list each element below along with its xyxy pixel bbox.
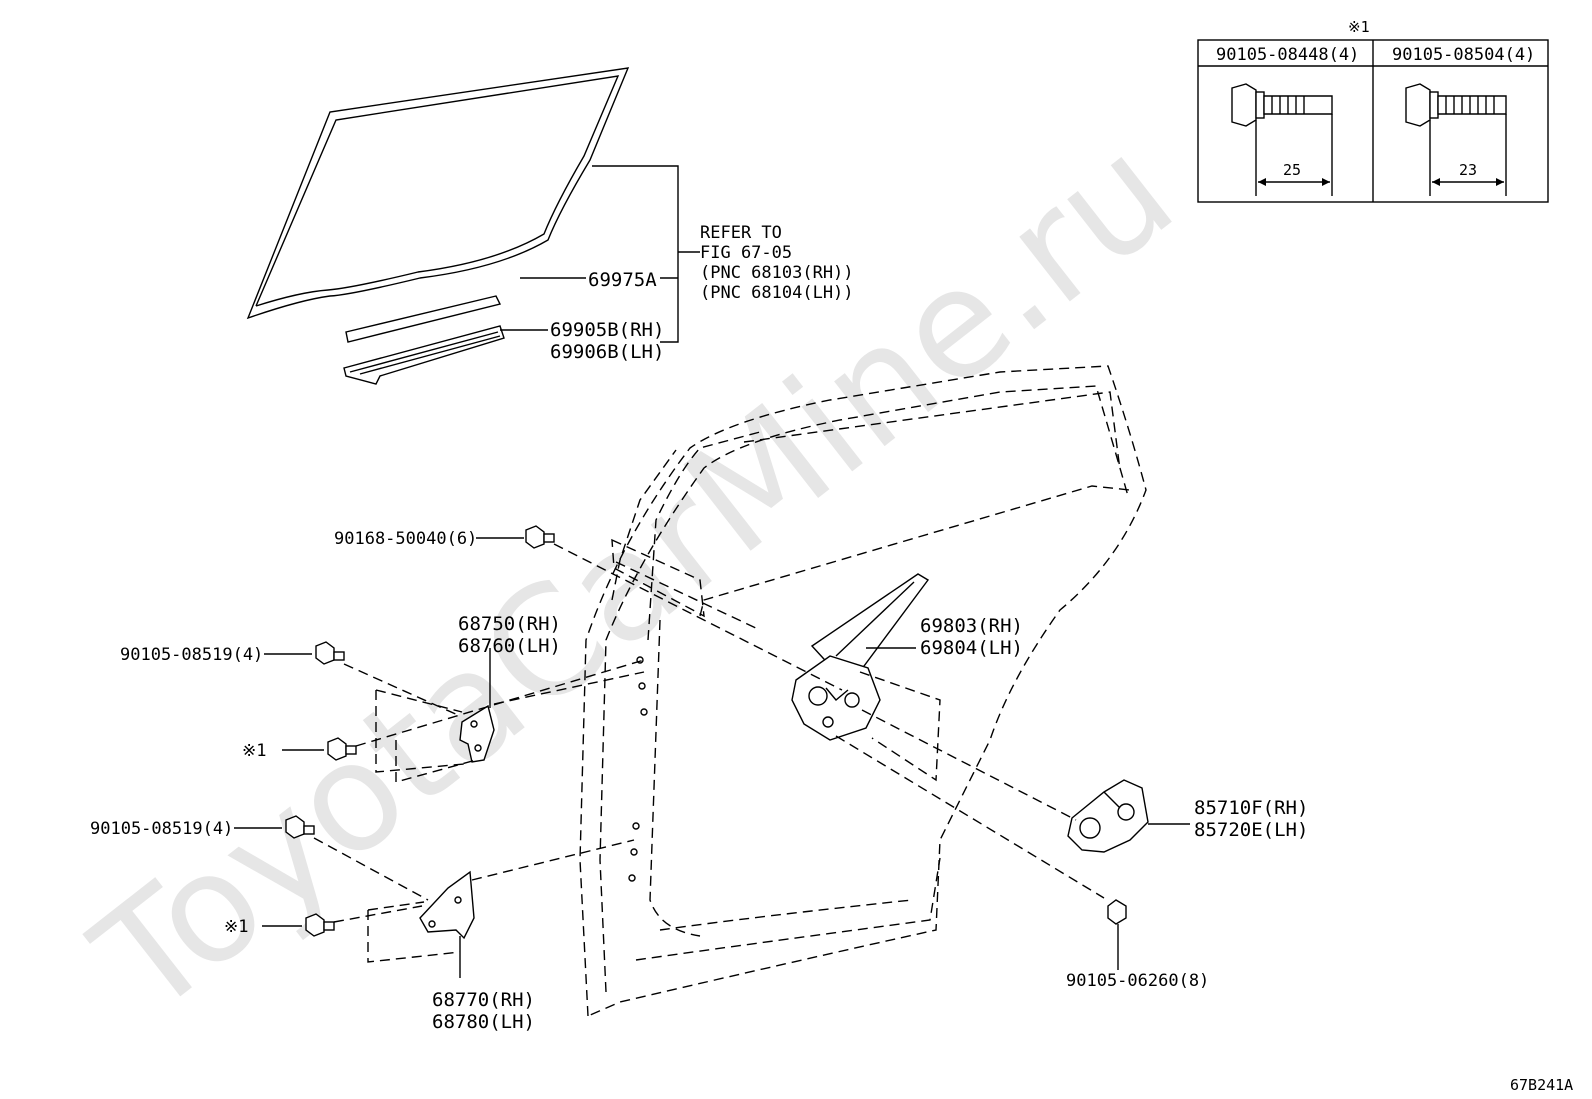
channel-rh-label: 69905B(RH) [550, 319, 664, 341]
bolt-mark1-upper-icon [327, 737, 357, 761]
bolt-table-col1-part: 90105-08448(4) [1216, 45, 1359, 65]
refer-pnc-rh-label: (PNC 68103(RH)) [700, 263, 854, 283]
window-regulator [791, 573, 930, 741]
bolt-upper-label: 90105-08519(4) [120, 645, 263, 665]
leader-lines-glass [500, 165, 700, 343]
door-panel-outline [579, 365, 1147, 1018]
watermark: ToyotaCarMine.ru [64, 104, 1205, 1048]
panel-bolt-holes [628, 656, 648, 882]
window-motor [1067, 779, 1149, 853]
belt-moulding [345, 295, 502, 343]
mark1-upper-label: ※1 [242, 741, 266, 761]
flange-bolt-icon [1405, 83, 1507, 127]
bolt-table-col2-length: 23 [1459, 161, 1477, 179]
bolt-table-mark: ※1 [1348, 18, 1370, 36]
bolt-top-icon [525, 525, 555, 549]
bolt-top-label: 90168-50040(6) [334, 529, 477, 549]
belt-moulding-label: 69975A [588, 269, 657, 291]
flange-bolt-icon [1231, 83, 1333, 127]
upper-hinge-rh-label: 68750(RH) [458, 613, 561, 635]
refer-fig-label: FIG 67-05 [700, 243, 792, 263]
lower-hinge [419, 870, 475, 940]
mark1-lower-label: ※1 [224, 917, 248, 937]
bolt-upper-hinge-icon [315, 641, 345, 665]
upper-hinge-lh-label: 68760(LH) [458, 635, 561, 657]
refer-pnc-lh-label: (PNC 68104(LH)) [700, 283, 854, 303]
bolt-table-col1-length: 25 [1283, 161, 1301, 179]
bolt-table-col2-part: 90105-08504(4) [1392, 45, 1535, 65]
refer-to-label: REFER TO [700, 223, 782, 243]
upper-hinge [459, 704, 495, 763]
run-channel [343, 325, 505, 385]
figure-code: 67B241A [1510, 1076, 1573, 1094]
regulator-rh-label: 69803(RH) [920, 615, 1023, 637]
bolt-motor-icon [1107, 899, 1127, 925]
bolt-mark1-lower-icon [305, 913, 335, 937]
bolt-motor-label: 90105-06260(8) [1066, 971, 1209, 991]
motor-lh-label: 85720E(LH) [1194, 819, 1308, 841]
door-glass [246, 67, 630, 320]
lower-hinge-lh-label: 68780(LH) [432, 1011, 535, 1033]
bolt-lower-label: 90105-08519(4) [90, 819, 233, 839]
motor-rh-label: 85710F(RH) [1194, 797, 1308, 819]
regulator-lh-label: 69804(LH) [920, 637, 1023, 659]
bolt-lower-hinge-icon [285, 815, 315, 839]
lower-hinge-rh-label: 68770(RH) [432, 989, 535, 1011]
channel-lh-label: 69906B(LH) [550, 341, 664, 363]
bolt-table: ※1 90105-08448(4) 90105-08504(4) 25 [1197, 18, 1549, 203]
